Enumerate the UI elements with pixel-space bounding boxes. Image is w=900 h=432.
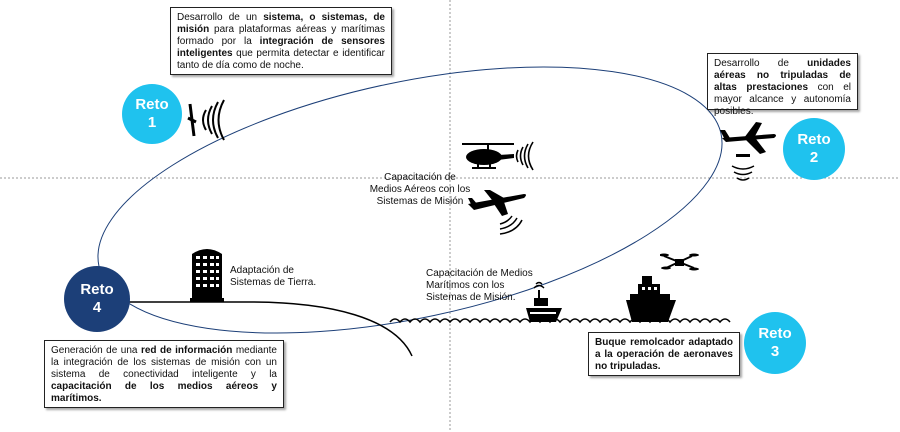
box1-bold-1: sistema, o sistemas, de misión bbox=[177, 12, 385, 35]
box2-text-2: con el mayor alcance y autonomía posible… bbox=[714, 82, 852, 117]
reto-1-description: Desarrollo de un sistema, o sistemas, de… bbox=[170, 7, 392, 75]
reto-3-circle: Reto 3 bbox=[744, 312, 806, 374]
reto-3-word: Reto bbox=[758, 325, 792, 342]
quadcopter-icon bbox=[660, 253, 699, 271]
reto-4-circle: Reto 4 bbox=[64, 266, 130, 332]
land-line bbox=[128, 301, 413, 357]
reto-2-description: Desarrollo de unidades aéreas no tripula… bbox=[707, 53, 858, 117]
box2-text-1: Desarrollo de bbox=[714, 58, 808, 69]
box4-text-1: Generación de una bbox=[51, 345, 141, 356]
sensor-signal-icon bbox=[187, 99, 225, 141]
box1-text-2: para plataformas aéreas y marítimas form… bbox=[177, 24, 385, 47]
sea-waves bbox=[389, 318, 731, 324]
reto-1-word: Reto bbox=[135, 96, 169, 113]
reto-4-word: Reto bbox=[80, 281, 114, 298]
reto-1-number: 1 bbox=[147, 114, 157, 131]
box1-text-1: Desarrollo de un bbox=[177, 12, 264, 23]
reto-3-description: Buque remolcador adaptado a la operación… bbox=[588, 332, 740, 376]
reto-2-word: Reto bbox=[797, 131, 831, 148]
label-medios-maritimos: Capacitación de Medios Marítimos con los… bbox=[426, 268, 533, 303]
reto-1-circle: Reto 1 bbox=[122, 84, 182, 144]
tugboat-icon bbox=[626, 276, 676, 322]
label-medios-aereos: Capacitación de Medios Aéreos con los Si… bbox=[369, 172, 471, 207]
drone-icon bbox=[720, 122, 776, 181]
box1-bold-2: integración de sensores inteligentes bbox=[177, 36, 385, 59]
box2-bold-1: unidades aéreas no tripuladas de altas p… bbox=[714, 58, 851, 93]
helicopter-icon bbox=[462, 141, 534, 171]
reto-4-description: Generación de una red de información med… bbox=[44, 340, 284, 408]
box1-text-3: que permita detectar e identificar tanto… bbox=[177, 48, 385, 71]
box3-bold-1: Buque remolcador adaptado a la operación… bbox=[595, 337, 733, 372]
label-sistemas-tierra: Adaptación de Sistemas de Tierra. bbox=[230, 265, 317, 288]
reto-4-number: 4 bbox=[92, 299, 102, 316]
ship-icon bbox=[526, 281, 562, 322]
box4-bold-2: capacitación de los medios aéreos y marí… bbox=[51, 381, 277, 404]
building-icon bbox=[190, 249, 224, 302]
box4-text-2: mediante la integración de los sistemas … bbox=[51, 345, 277, 380]
box4-bold-1: red de información bbox=[140, 345, 233, 356]
airplane-icon bbox=[468, 190, 526, 235]
reto-2-circle: Reto 2 bbox=[783, 118, 845, 180]
reto-2-number: 2 bbox=[809, 149, 819, 166]
reto-3-number: 3 bbox=[770, 343, 780, 360]
